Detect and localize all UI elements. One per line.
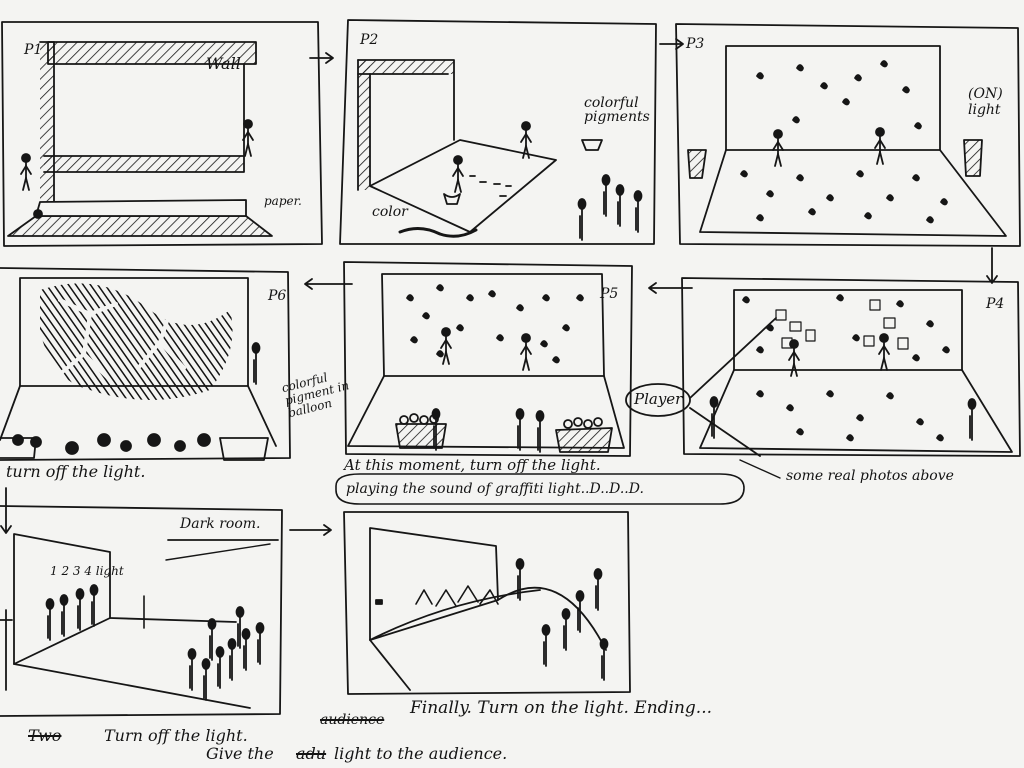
p2-pigments-label: colorful pigments [584, 95, 650, 125]
p7-dark-room-label: Dark room. [180, 516, 261, 532]
panel-p8 [343, 511, 631, 695]
p5-player-label: Player [634, 390, 683, 408]
p1-label: P1 [24, 42, 43, 58]
panel-p6 [0, 267, 291, 461]
caption-give: Give the [206, 744, 274, 763]
p4-label: P4 [986, 296, 1005, 312]
caption-audience-struck: audience [320, 712, 385, 728]
panel-p1 [1, 21, 323, 247]
arrow-p7-p8 [289, 524, 332, 536]
p6-label: P6 [268, 288, 287, 304]
caption-turn-off-p6: turn off the light. [6, 462, 146, 481]
arrow-p6-p7 [0, 487, 12, 534]
p2-color-label: color [372, 204, 408, 220]
p5-label: P5 [600, 286, 619, 302]
arrow-p5-p6 [304, 278, 353, 290]
arrow-p4-p5 [648, 282, 693, 294]
panel-p7 [0, 505, 283, 717]
p1-wall-label: Wall [206, 54, 241, 73]
caption-moment: At this moment, turn off the light. [344, 456, 601, 474]
sound-caption-bubble [335, 473, 745, 505]
panel-p4 [681, 277, 1021, 457]
p3-label: P3 [686, 36, 705, 52]
p1-paper-label: paper. [264, 194, 302, 208]
caption-give-struck: adu [296, 744, 327, 763]
player-circle [625, 383, 691, 417]
caption-turn-off-bottom: Turn off the light. [104, 726, 248, 745]
caption-photos: some real photos above [786, 468, 954, 484]
arrow-p3-p4 [986, 247, 998, 284]
caption-two-struck: Two [28, 726, 62, 745]
caption-sound: playing the sound of graffiti light..D..… [346, 481, 644, 497]
panel-p2 [339, 19, 657, 245]
panel-p3 [675, 23, 1021, 247]
p2-label: P2 [360, 32, 379, 48]
p7-lights-label: 1 2 3 4 light [50, 564, 124, 578]
panel-p5 [343, 261, 777, 457]
caption-finally: Finally. Turn on the light. Ending... [410, 698, 713, 718]
arrow-p2-p3 [659, 38, 684, 50]
p3-light-label: (ON) light [968, 86, 1003, 118]
arrow-p1-p2 [309, 52, 334, 64]
caption-give-rest: light to the audience. [334, 744, 508, 763]
